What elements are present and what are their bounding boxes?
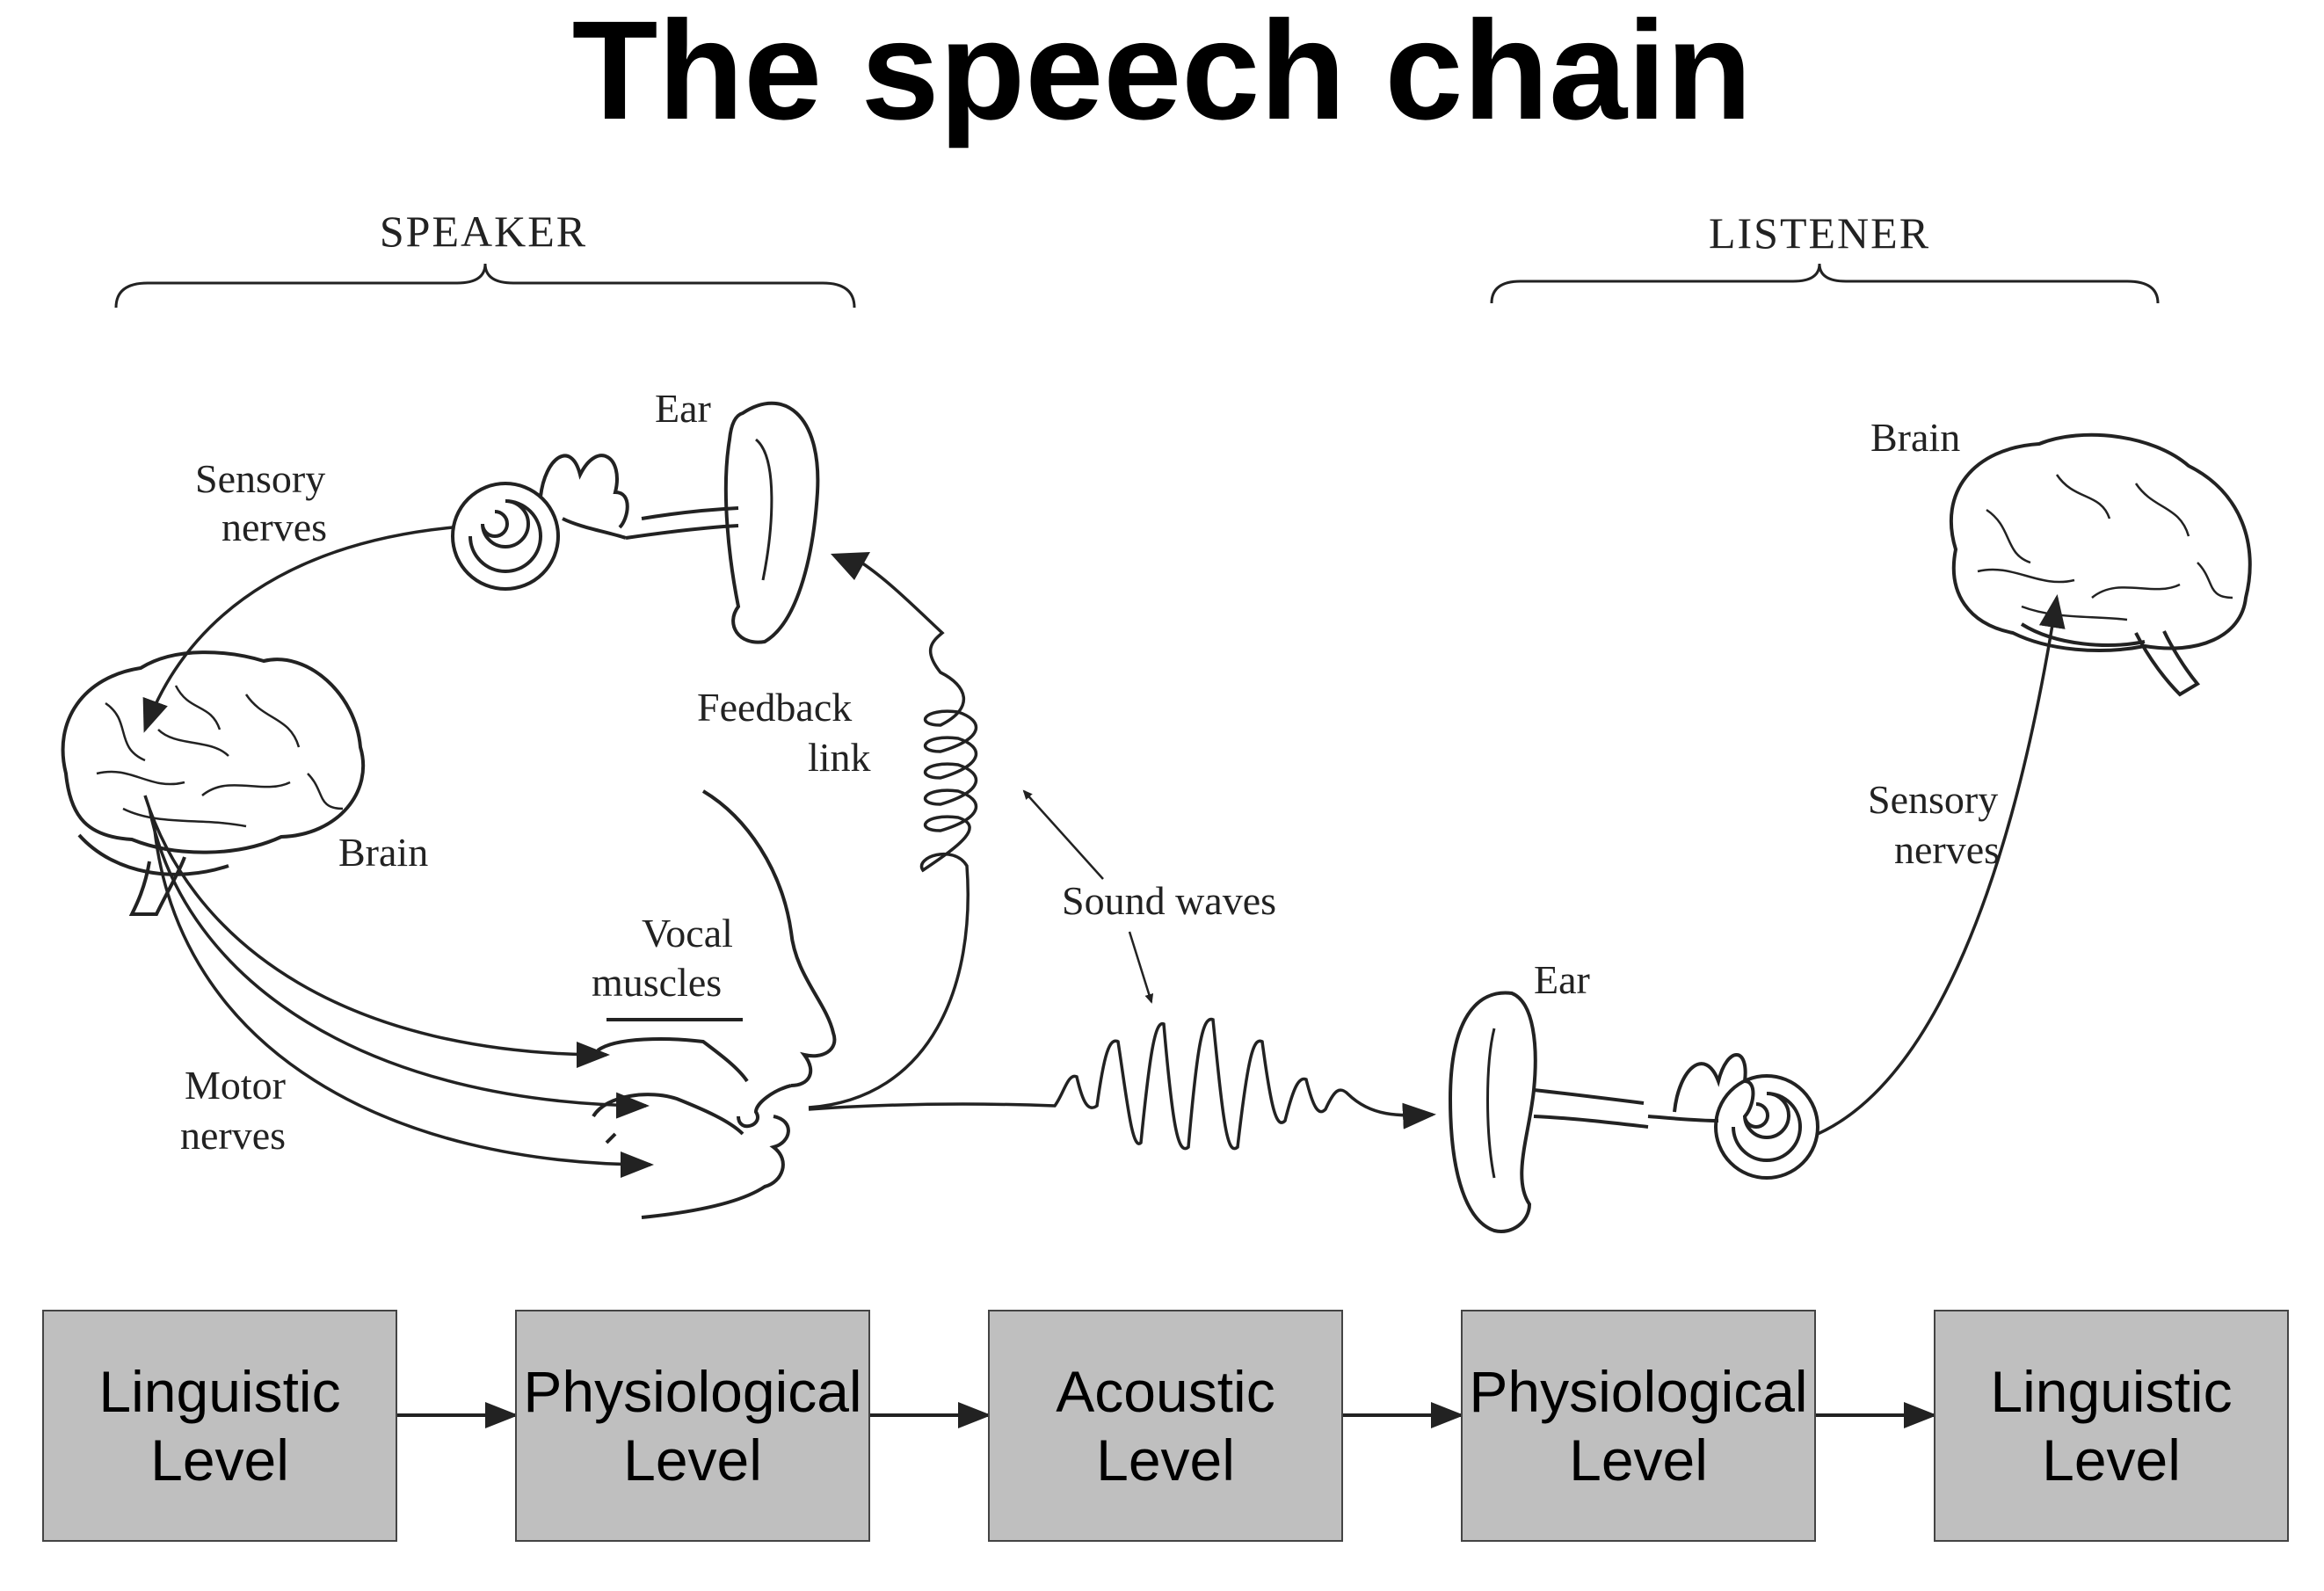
listener-brain-icon [1950, 432, 2252, 697]
motor-nerve-arrow-1 [143, 795, 610, 1068]
listener-cochlea-icon [1647, 1053, 1819, 1180]
sound-waves-pointer-down [1128, 931, 1154, 1004]
listener-sensory-nerves-label-2: nerves [1894, 827, 2000, 872]
level-box-line1: Physiological [1469, 1359, 1808, 1424]
level-box-line2: Level [623, 1428, 762, 1493]
vocal-muscles-label-2: muscles [592, 960, 722, 1005]
level-box-line1: Acoustic [1056, 1359, 1275, 1424]
speaker-sensory-nerve-arrow [142, 526, 454, 733]
speaker-label: SPEAKER [380, 207, 587, 256]
speaker-sensory-nerves-label-2: nerves [222, 505, 327, 549]
level-box-line2: Level [150, 1428, 289, 1493]
speaker-brain-icon [61, 650, 366, 916]
level-box-line1: Physiological [523, 1359, 862, 1424]
level-box-physiological-listener: Physiological Level [1461, 1310, 1816, 1542]
sound-waves-pointer-up [1022, 789, 1104, 880]
level-box-linguistic-speaker: Linguistic Level [42, 1310, 397, 1542]
listener-label: LISTENER [1709, 208, 1930, 258]
motor-nerve-arrow-2 [148, 808, 650, 1119]
level-box-acoustic: Acoustic Level [988, 1310, 1343, 1542]
speaker-ear-label: Ear [655, 386, 711, 431]
motor-nerves-label-1: Motor [185, 1063, 286, 1108]
speaker-brain-label: Brain [338, 830, 428, 875]
level-box-physiological-speaker: Physiological Level [515, 1310, 870, 1542]
feedback-link-label-1: Feedback [697, 685, 852, 730]
listener-ear-label: Ear [1534, 957, 1590, 1002]
speaker-head-icon [592, 789, 837, 1219]
level-box-line2: Level [1096, 1428, 1235, 1493]
feedback-link-arrowhead [831, 552, 870, 580]
listener-sensory-nerves-label-1: Sensory [1868, 777, 1998, 822]
level-box-linguistic-listener: Linguistic Level [1934, 1310, 2289, 1542]
level-box-line1: Linguistic [98, 1359, 341, 1424]
speaker-brace [114, 263, 856, 309]
page-title: The speech chain [571, 0, 1753, 149]
level-box-line2: Level [2042, 1428, 2181, 1493]
motor-nerves-label-2: nerves [180, 1113, 286, 1158]
listener-sensory-nerve-arrow [1817, 594, 2066, 1136]
feedback-link-label-2: link [808, 735, 871, 780]
speaker-cochlea-icon [451, 454, 629, 591]
speaker-sensory-nerves-label-1: Sensory [195, 456, 325, 501]
motor-nerve-arrow-3 [152, 821, 654, 1178]
listener-brace [1490, 263, 2160, 304]
acoustic-sound-wave [808, 1017, 1436, 1151]
level-box-line1: Linguistic [1990, 1359, 2233, 1424]
level-box-line2: Level [1569, 1428, 1708, 1493]
vocal-muscles-label-1: Vocal [642, 911, 733, 955]
listener-brain-label: Brain [1870, 415, 1960, 460]
sound-waves-label: Sound waves [1062, 878, 1276, 923]
speaker-ear-icon [625, 401, 820, 644]
feedback-link-wave [808, 561, 978, 1109]
listener-ear-icon [1448, 991, 1649, 1233]
